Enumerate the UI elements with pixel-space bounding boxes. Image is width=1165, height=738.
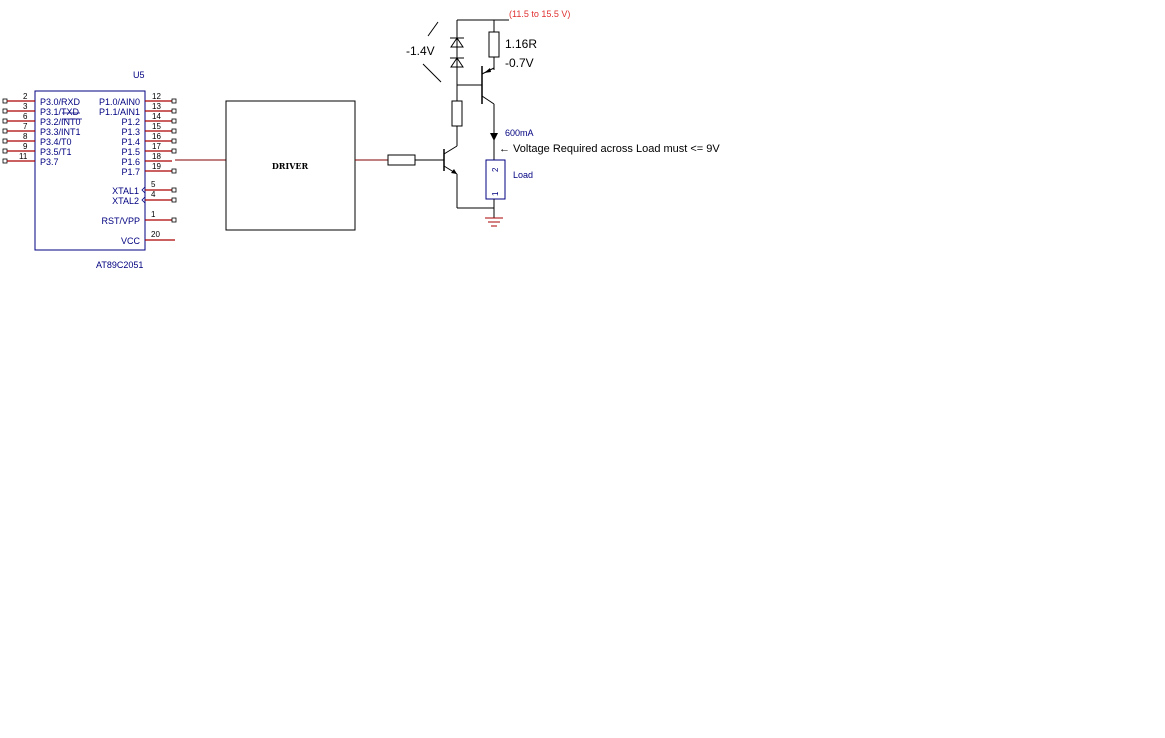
pin-number: 18 (152, 152, 161, 161)
pin-number: 19 (152, 162, 161, 171)
pin-terminal[interactable] (171, 98, 177, 104)
pin-number: 12 (152, 92, 161, 101)
pin-name: P3.7 (40, 157, 59, 167)
pin-name: P1.7 (121, 167, 140, 177)
driver-block[interactable]: DRIVER (225, 100, 356, 231)
pin-terminal[interactable] (2, 108, 8, 114)
pin-name: P1.2 (121, 117, 140, 127)
base-resistor[interactable] (387, 154, 444, 166)
pin-name: RST/VPP (101, 216, 140, 226)
mcu-left-pin-group: 2P3.0/RXD3P3.1/TXD6P3.2/INT07P3.3/INT18P… (2, 92, 81, 167)
mcu-left-pin[interactable]: 9P3.5/T1 (2, 142, 72, 157)
pin-name: P3.1/TXD (40, 107, 80, 117)
pin-number: 2 (23, 92, 28, 101)
pin-name: P1.5 (121, 147, 140, 157)
pin-terminal[interactable] (171, 128, 177, 134)
mcu-u5[interactable]: U5 AT89C2051 2P3.0/RXD3P3.1/TXD6P3.2/INT… (2, 70, 177, 270)
pin-name: P1.6 (121, 157, 140, 167)
pin-name: VCC (121, 236, 141, 246)
pin-terminal[interactable] (171, 138, 177, 144)
current-label: 600mA (505, 128, 534, 138)
mcu-pin-vcc[interactable]: 20 VCC (121, 230, 175, 246)
diode-drop-label: -1.4V (406, 44, 435, 58)
pin-name: P1.0/AIN0 (99, 97, 140, 107)
pin-terminal[interactable] (171, 168, 177, 174)
mcu-left-pin[interactable]: 3P3.1/TXD (2, 102, 80, 117)
pin-number: 16 (152, 132, 161, 141)
pin-terminal[interactable] (2, 118, 8, 124)
pin-terminal[interactable] (2, 98, 8, 104)
diode-string[interactable] (422, 20, 464, 83)
pin-name: P3.0/RXD (40, 97, 81, 107)
pin-terminal[interactable] (2, 138, 8, 144)
sense-resistor-label: 1.16R (505, 37, 537, 51)
load-component[interactable]: 2 1 Load (485, 159, 533, 218)
pin-terminal[interactable] (171, 118, 177, 124)
pnp-transistor-q2[interactable] (457, 66, 498, 160)
mcu-pin-xtal2[interactable]: 4 XTAL2 (112, 190, 177, 206)
pin-number: 1 (151, 210, 156, 219)
sense-resistor[interactable] (488, 31, 500, 70)
pin-terminal[interactable] (2, 128, 8, 134)
pin-terminal[interactable] (171, 148, 177, 154)
supply-label: (11.5 to 15.5 V) (509, 9, 570, 19)
pin-name: XTAL1 (112, 186, 139, 196)
driver-label: DRIVER (272, 161, 309, 171)
load-voltage-note: ← Voltage Required across Load must <= 9… (499, 143, 720, 155)
load-label: Load (513, 170, 533, 180)
pin-terminal[interactable] (171, 108, 177, 114)
pin-terminal[interactable] (2, 148, 8, 154)
pin-number: 11 (19, 152, 28, 161)
pin-number: 13 (152, 102, 161, 111)
pin-name: P1.1/AIN1 (99, 107, 140, 117)
pin-name: P3.2/INT0 (40, 117, 81, 127)
vbe-drop-label: -0.7V (505, 56, 534, 70)
pin-number: 20 (151, 230, 160, 239)
mcu-part-label: AT89C2051 (96, 260, 143, 270)
pin-name: P1.4 (121, 137, 140, 147)
load-pin-top: 2 (491, 167, 500, 172)
mcu-left-pin[interactable]: 6P3.2/INT0 (2, 112, 81, 127)
pin-number: 8 (23, 132, 28, 141)
npn-transistor-q1[interactable] (443, 126, 494, 209)
ground-symbol (485, 217, 503, 227)
pin-number: 4 (151, 190, 156, 199)
pullup-resistor[interactable] (451, 70, 463, 127)
pin-number: 5 (151, 180, 156, 189)
pin-name: XTAL2 (112, 196, 139, 206)
pin-number: 14 (152, 112, 161, 121)
pin-terminal[interactable] (2, 158, 8, 164)
pin-number: 6 (23, 112, 28, 121)
pin-number: 9 (23, 142, 28, 151)
pin-name: P1.3 (121, 127, 140, 137)
mcu-pin-xtal1[interactable]: 5 XTAL1 (112, 180, 177, 196)
pin-number: 15 (152, 122, 161, 131)
mcu-left-pin[interactable]: 8P3.4/T0 (2, 132, 72, 147)
mcu-ref-label: U5 (133, 70, 145, 80)
pin-name: P3.5/T1 (40, 147, 72, 157)
pin-number: 7 (23, 122, 28, 131)
driver-box (225, 100, 356, 231)
pin-number: 17 (152, 142, 161, 151)
load-pin-bottom: 1 (491, 191, 500, 196)
mcu-left-pin[interactable]: 2P3.0/RXD (2, 92, 81, 107)
pin-name: P3.4/T0 (40, 137, 72, 147)
pin-number: 3 (23, 102, 28, 111)
pin-name: P3.3/INT1 (40, 127, 81, 137)
mcu-left-pin[interactable]: 7P3.3/INT1 (2, 122, 81, 137)
mcu-pin-rst-vpp[interactable]: 1 RST/VPP (101, 210, 177, 226)
